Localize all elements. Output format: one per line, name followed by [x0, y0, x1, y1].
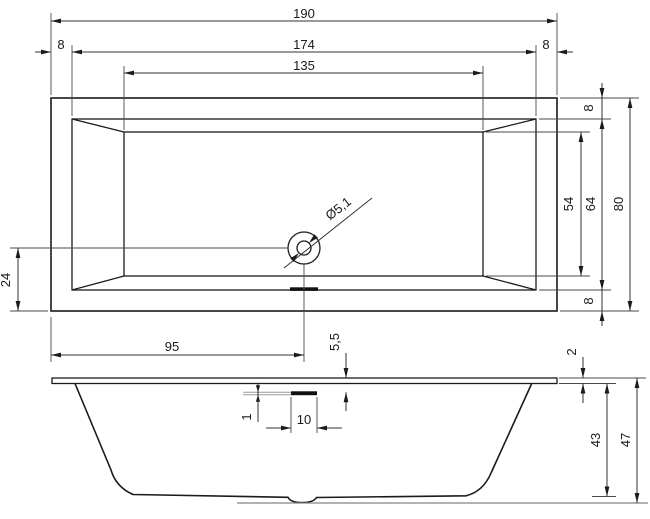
basin-corner-slopes: [71, 118, 537, 291]
corner-slope-top-right: [482, 118, 537, 133]
dim-label-recess-depth: 1: [239, 413, 254, 420]
arrowhead: [599, 88, 605, 98]
dim-label-inner-length: 174: [293, 37, 315, 52]
dim-label-total-height: 47: [618, 433, 633, 447]
dim-slot-length-10: 10: [266, 397, 342, 433]
tub-basin-bottom-edge: [123, 131, 484, 277]
arrowhead: [599, 311, 605, 321]
arrowhead: [51, 18, 61, 24]
dim-label-inner-width: 64: [583, 197, 598, 211]
dim-rim-right-8: 8: [542, 37, 573, 55]
dim-rim-thickness-2: 2: [564, 348, 586, 403]
arrowhead: [634, 378, 640, 388]
corner-slope-top-left: [71, 118, 125, 133]
dim-label-drain-from-edge: 24: [0, 273, 13, 287]
arrowhead: [578, 132, 584, 142]
arrowhead: [604, 383, 610, 394]
dim-depth-below-rim-43: 43: [588, 383, 610, 497]
arrowhead: [343, 368, 349, 378]
arrowhead: [72, 49, 82, 55]
arrowhead: [547, 18, 557, 24]
dim-label-depth-below-rim: 43: [588, 433, 603, 447]
arrowhead: [627, 301, 633, 311]
arrowhead: [15, 248, 21, 258]
plan-view: [10, 97, 558, 362]
dim-basin-width-54: 54: [561, 132, 584, 276]
arrowhead: [281, 425, 291, 431]
dim-label-basin-length: 135: [293, 58, 315, 73]
arrowhead: [51, 352, 61, 358]
dim-overall-length-190: 190: [50, 6, 558, 95]
arrowhead: [557, 49, 567, 55]
corner-slope-bottom-left: [71, 275, 125, 291]
dim-rim-left-8: 8: [35, 37, 65, 55]
corner-slope-bottom-right: [482, 275, 537, 291]
dim-label-slot-below-rim: 5,5: [327, 333, 342, 351]
arrowhead: [627, 98, 633, 108]
arrowhead: [343, 392, 349, 403]
dim-label-overall-width: 80: [611, 197, 626, 211]
leader-line: [283, 197, 373, 269]
arrowhead: [604, 486, 610, 497]
arrowhead: [309, 234, 318, 243]
dim-total-height-47: 47: [618, 378, 640, 503]
side-view: [51, 377, 648, 504]
arrowhead: [599, 119, 605, 129]
arrowhead: [255, 394, 261, 402]
dim-label-basin-width: 54: [561, 197, 576, 211]
dim-label-drain-from-left: 95: [165, 339, 179, 354]
arrowhead: [255, 385, 261, 393]
dim-label-slot-length: 10: [297, 412, 311, 427]
dim-overall-width-80: 80: [611, 98, 633, 311]
dim-drain-diameter: Ø5,1: [283, 194, 373, 269]
dim-drain-from-edge-24: 24: [0, 248, 48, 312]
arrowhead: [317, 425, 327, 431]
arrowhead: [124, 70, 134, 76]
drain-hole-circle: [296, 240, 312, 256]
dim-basin-length-135: 135: [123, 58, 484, 130]
dim-label-rim-top: 8: [581, 104, 596, 111]
arrowhead: [294, 352, 304, 358]
dim-inner-length-174: 174: [71, 37, 537, 116]
arrowhead: [599, 280, 605, 290]
arrowhead: [578, 266, 584, 276]
arrowhead: [634, 493, 640, 503]
dim-slot-below-rim-5-5: 5,5: [327, 333, 349, 411]
drain-slot-mark-side: [291, 391, 317, 396]
arrowhead: [41, 49, 51, 55]
dim-drain-from-left-95: 95: [50, 317, 304, 362]
dim-label-drain-diameter: Ø5,1: [323, 194, 354, 223]
dim-label-rim-right: 8: [542, 37, 549, 52]
arrowhead: [290, 253, 299, 262]
dim-label-overall-length: 190: [293, 6, 315, 21]
dim-label-rim-left: 8: [57, 37, 64, 52]
arrowhead: [580, 383, 586, 394]
dim-label-rim-bottom: 8: [581, 297, 596, 304]
rim-profile: [51, 377, 558, 385]
arrowhead: [526, 49, 536, 55]
dim-recess-depth-1: 1: [239, 383, 261, 422]
arrowhead: [15, 301, 21, 311]
arrowhead: [580, 368, 586, 378]
tub-body-profile: [74, 383, 533, 504]
arrowhead: [473, 70, 483, 76]
dim-label-rim-thickness: 2: [564, 348, 579, 355]
dim-chain-8-64-8: 8 64 8: [581, 83, 605, 326]
right-extension-lines: [486, 97, 639, 312]
